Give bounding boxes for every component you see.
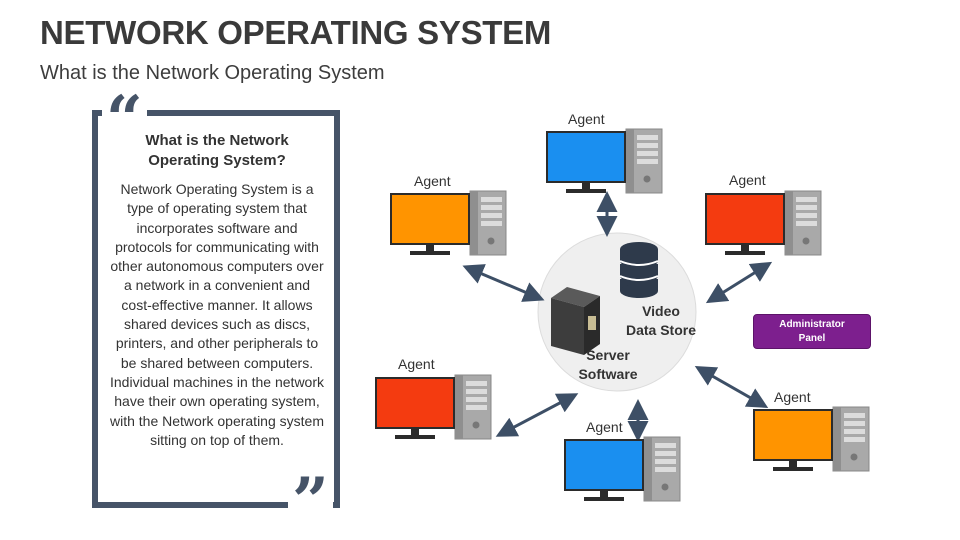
link-arrow-upper-left (462, 264, 545, 302)
agent-label-upper-left: Agent (414, 173, 451, 189)
quote-heading-line1: What is the Network (145, 132, 289, 149)
link-arrow-lower-left (495, 393, 579, 437)
admin-line1: Administrator (779, 318, 845, 330)
store-line2: Data Store (625, 322, 697, 338)
agent-computer-upper-right (705, 190, 822, 256)
admin-line2: Panel (798, 332, 826, 344)
server-icon (551, 287, 600, 355)
agent-computer-top (546, 128, 663, 194)
agent-computer-bottom (564, 436, 681, 502)
page-title: NETWORK OPERATING SYSTEM (40, 14, 552, 51)
agent-label-top: Agent (568, 111, 605, 127)
video-data-store-label: Video Data Store (615, 302, 707, 340)
server-line2: Software (578, 366, 638, 382)
agent-label-lower-right: Agent (774, 389, 811, 405)
quote-frame (92, 110, 340, 508)
quote-heading-line2: Operating System? (148, 152, 286, 169)
link-arrow-upper-right (705, 261, 773, 304)
agent-label-lower-left: Agent (398, 356, 435, 372)
quote-body: Network Operating System is a type of op… (110, 181, 325, 448)
agent-label-bottom: Agent (586, 419, 623, 435)
link-arrow-lower-right (694, 366, 769, 408)
agent-computer-upper-left (390, 190, 507, 256)
quote-heading: What is the Network Operating System? (112, 131, 322, 171)
close-quote-icon: ” (288, 470, 333, 534)
agent-label-upper-right: Agent (729, 172, 766, 188)
server-line1: Server (586, 347, 630, 363)
agent-computer-lower-left (375, 374, 492, 440)
server-software-label: Server Software (568, 346, 648, 384)
administrator-panel-button[interactable]: Administrator Panel (753, 314, 871, 349)
store-line1: Video (642, 303, 680, 319)
agent-computer-lower-right (753, 406, 870, 472)
open-quote-icon: “ (102, 88, 147, 152)
database-icon (619, 242, 659, 298)
page-subtitle: What is the Network Operating System (40, 62, 385, 84)
